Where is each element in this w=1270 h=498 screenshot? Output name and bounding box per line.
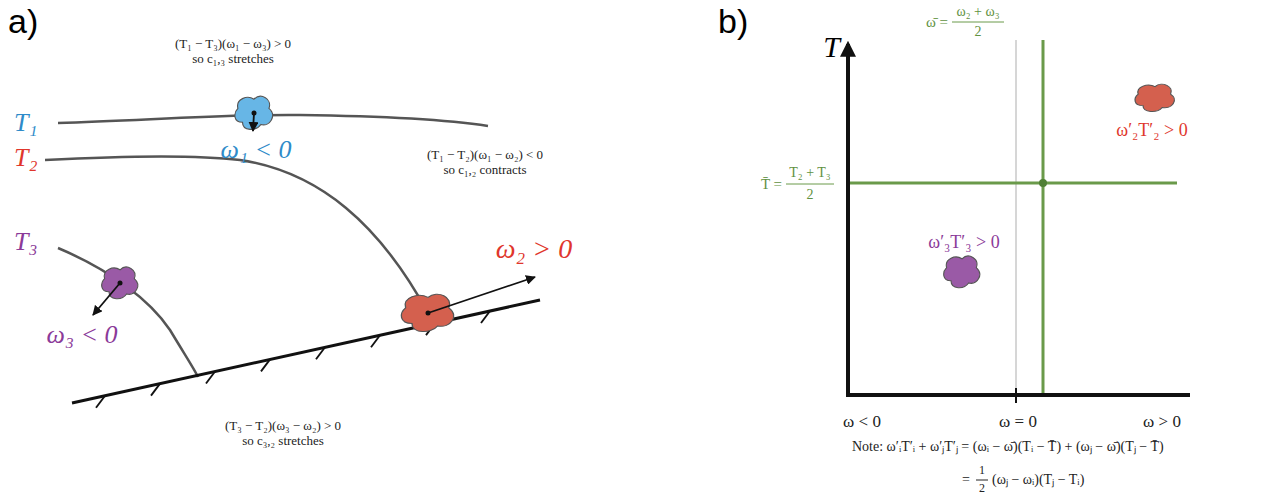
fraction-bar: [976, 480, 988, 481]
ground-line: [72, 300, 540, 403]
parcel-label: ω′₂T′₂ > 0: [1116, 121, 1187, 141]
red-parcel: [1135, 84, 1174, 111]
zero-line: [1015, 40, 1017, 395]
omega-axis: [846, 393, 1190, 397]
purple-parcel: [102, 267, 138, 299]
parcel-label: ω′₃T′₃ > 0: [928, 233, 999, 253]
velocity-arrow: [428, 277, 535, 313]
fraction-part: T₂ + T₃: [789, 165, 831, 180]
isotherm-line: [45, 156, 428, 313]
equation-note: (T₃ − T₂)(ω₃ − ω₂) > 0: [225, 419, 341, 433]
vorticity-label: ω₁ < 0: [221, 136, 292, 165]
fraction-bar: [952, 22, 1004, 23]
isotherm-label: T₁: [14, 109, 38, 138]
axis-tick-label: ω = 0: [999, 413, 1037, 432]
velocity-arrow: [93, 283, 120, 315]
fraction-part: 2: [979, 482, 985, 495]
zero-tick: [1015, 388, 1017, 403]
red-parcel: [401, 294, 453, 331]
parcel-dot: [252, 111, 257, 116]
fraction-part: ω̄ =: [926, 14, 948, 31]
isotherm-label: T₂: [14, 144, 38, 173]
isotherm-label: T₃: [14, 228, 38, 257]
equation-note: so c₁,₂ contracts: [443, 163, 526, 177]
isotherms: [45, 115, 488, 377]
mean-point: [1039, 179, 1047, 187]
purple-parcel: [944, 256, 980, 288]
vorticity-label: ω₂ > 0: [496, 234, 572, 265]
mean-temperature-line: [848, 182, 1177, 185]
equation-note: (T₁ − T₂)(ω₁ − ω₂) < 0: [427, 148, 543, 162]
fraction-part: ω₂ + ω₃: [956, 4, 999, 19]
panel-label: a): [8, 3, 38, 40]
isotherm-line: [58, 248, 198, 377]
mean-omega-line: [1042, 40, 1045, 395]
equation-note: so c₁,₃ stretches: [192, 52, 274, 66]
fraction-part: 2: [807, 187, 814, 202]
velocity-arrow: [253, 113, 254, 131]
axis-tick-label: ω < 0: [843, 413, 881, 432]
parcel-dot: [118, 281, 123, 286]
vorticity-label: ω₃ < 0: [47, 321, 118, 350]
note-text: =: [962, 472, 970, 487]
note-text: (ωⱼ − ωᵢ)(Tⱼ − Tᵢ): [992, 472, 1084, 487]
equation-note: (T₁ − T₃)(ω₁ − ω₃) > 0: [175, 37, 291, 51]
fraction-bar: [786, 184, 834, 185]
axis-tick-label: ω > 0: [1143, 413, 1181, 432]
fraction-part: T̄ =: [761, 176, 782, 193]
temperature-axis: [846, 44, 850, 397]
parcel-dot: [426, 311, 431, 316]
note-text: Note: ω′ᵢT′ᵢ + ω′ⱼT′ⱼ = (ωᵢ − ω̄)(Tᵢ − T…: [852, 439, 1164, 454]
axis-label: T: [823, 30, 840, 63]
panel-label: b): [718, 3, 748, 40]
fraction-part: 2: [975, 24, 982, 39]
equation-note: so c₃,₂ stretches: [242, 434, 324, 448]
ground: [72, 300, 540, 408]
fraction-part: 1: [979, 464, 985, 477]
